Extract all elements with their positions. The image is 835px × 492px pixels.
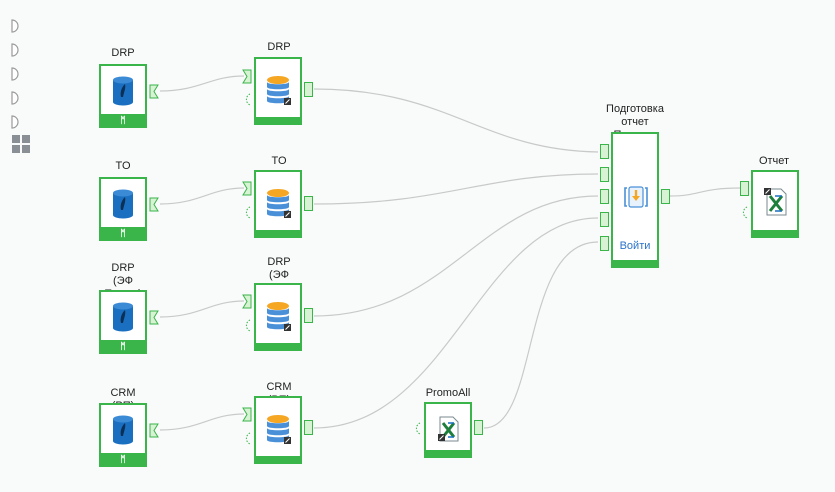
node-box[interactable] <box>254 396 302 464</box>
node-footer: ᛗ <box>101 453 145 465</box>
node-label: Отчет <box>758 155 790 167</box>
node-footer: ᛗ <box>101 340 145 352</box>
node-box[interactable]: Войти <box>611 132 659 268</box>
node-footer <box>256 343 300 349</box>
input-port[interactable] <box>242 181 252 196</box>
node-label: TO <box>115 160 131 172</box>
node-footer <box>256 117 300 123</box>
node-label: DRP <box>111 47 135 59</box>
output-port[interactable] <box>304 196 313 211</box>
optional-port[interactable] <box>242 93 251 106</box>
output-port[interactable] <box>149 197 159 212</box>
wire <box>313 195 599 317</box>
node-footer <box>613 260 657 266</box>
node-box[interactable]: ᛗ <box>99 290 147 354</box>
node-label: DRP <box>267 41 291 53</box>
wire <box>483 241 599 429</box>
half-circle-icon[interactable] <box>11 115 21 129</box>
output-port[interactable] <box>661 189 670 204</box>
source-db-icon <box>113 415 133 445</box>
node-box[interactable] <box>254 57 302 125</box>
output-port[interactable] <box>149 84 159 99</box>
excel-icon <box>764 188 787 216</box>
node-box[interactable] <box>424 402 472 458</box>
output-port[interactable] <box>149 423 159 438</box>
input-port[interactable] <box>242 69 252 84</box>
node-box[interactable] <box>254 170 302 238</box>
wire <box>669 187 741 197</box>
output-port[interactable] <box>304 82 313 97</box>
optional-port[interactable] <box>242 432 251 445</box>
output-port[interactable] <box>304 420 313 435</box>
grid-icon[interactable] <box>12 135 30 153</box>
node-footer <box>426 450 470 456</box>
input-port-5[interactable] <box>600 236 609 251</box>
database-icon <box>267 415 291 444</box>
output-port[interactable] <box>304 308 313 323</box>
node-label: TO <box>271 155 287 167</box>
database-icon <box>267 302 291 331</box>
database-icon <box>267 189 291 218</box>
wire <box>159 75 245 92</box>
input-port-4[interactable] <box>600 212 609 227</box>
node-box[interactable]: ᛗ <box>99 177 147 241</box>
input-port-1[interactable] <box>600 144 609 159</box>
node-footer <box>256 230 300 236</box>
wire <box>313 173 599 205</box>
node-footer <box>753 230 797 236</box>
optional-port[interactable] <box>739 206 748 219</box>
half-circle-icon[interactable] <box>11 91 21 105</box>
input-port[interactable] <box>242 294 252 309</box>
optional-port[interactable] <box>242 319 251 332</box>
database-icon <box>267 76 291 105</box>
source-db-icon <box>113 76 133 106</box>
wire <box>159 413 245 431</box>
node-label: PromoAll <box>425 387 471 399</box>
node-footer: ᛗ <box>101 227 145 239</box>
half-circle-icon[interactable] <box>11 19 21 33</box>
optional-port[interactable] <box>412 422 421 435</box>
node-box[interactable]: ᛗ <box>99 403 147 467</box>
half-circle-icon[interactable] <box>11 43 21 57</box>
node-box[interactable] <box>751 170 799 238</box>
wire <box>313 88 599 153</box>
input-port-2[interactable] <box>600 167 609 182</box>
node-box[interactable]: ᛗ <box>99 64 147 128</box>
source-db-icon <box>113 189 133 219</box>
half-circle-icon[interactable] <box>11 67 21 81</box>
join-icon <box>624 186 648 208</box>
output-port[interactable] <box>149 310 159 325</box>
optional-port[interactable] <box>242 206 251 219</box>
source-db-icon <box>113 302 133 332</box>
output-port[interactable] <box>474 420 483 435</box>
wire <box>159 300 245 318</box>
node-footer: ᛗ <box>101 114 145 126</box>
input-port[interactable] <box>242 407 252 422</box>
input-port-3[interactable] <box>600 189 609 204</box>
wire <box>159 187 245 205</box>
input-port[interactable] <box>740 181 749 196</box>
excel-icon <box>438 416 459 442</box>
node-footer <box>256 456 300 462</box>
join-action-label[interactable]: Войти <box>619 240 651 252</box>
node-box[interactable] <box>254 283 302 351</box>
